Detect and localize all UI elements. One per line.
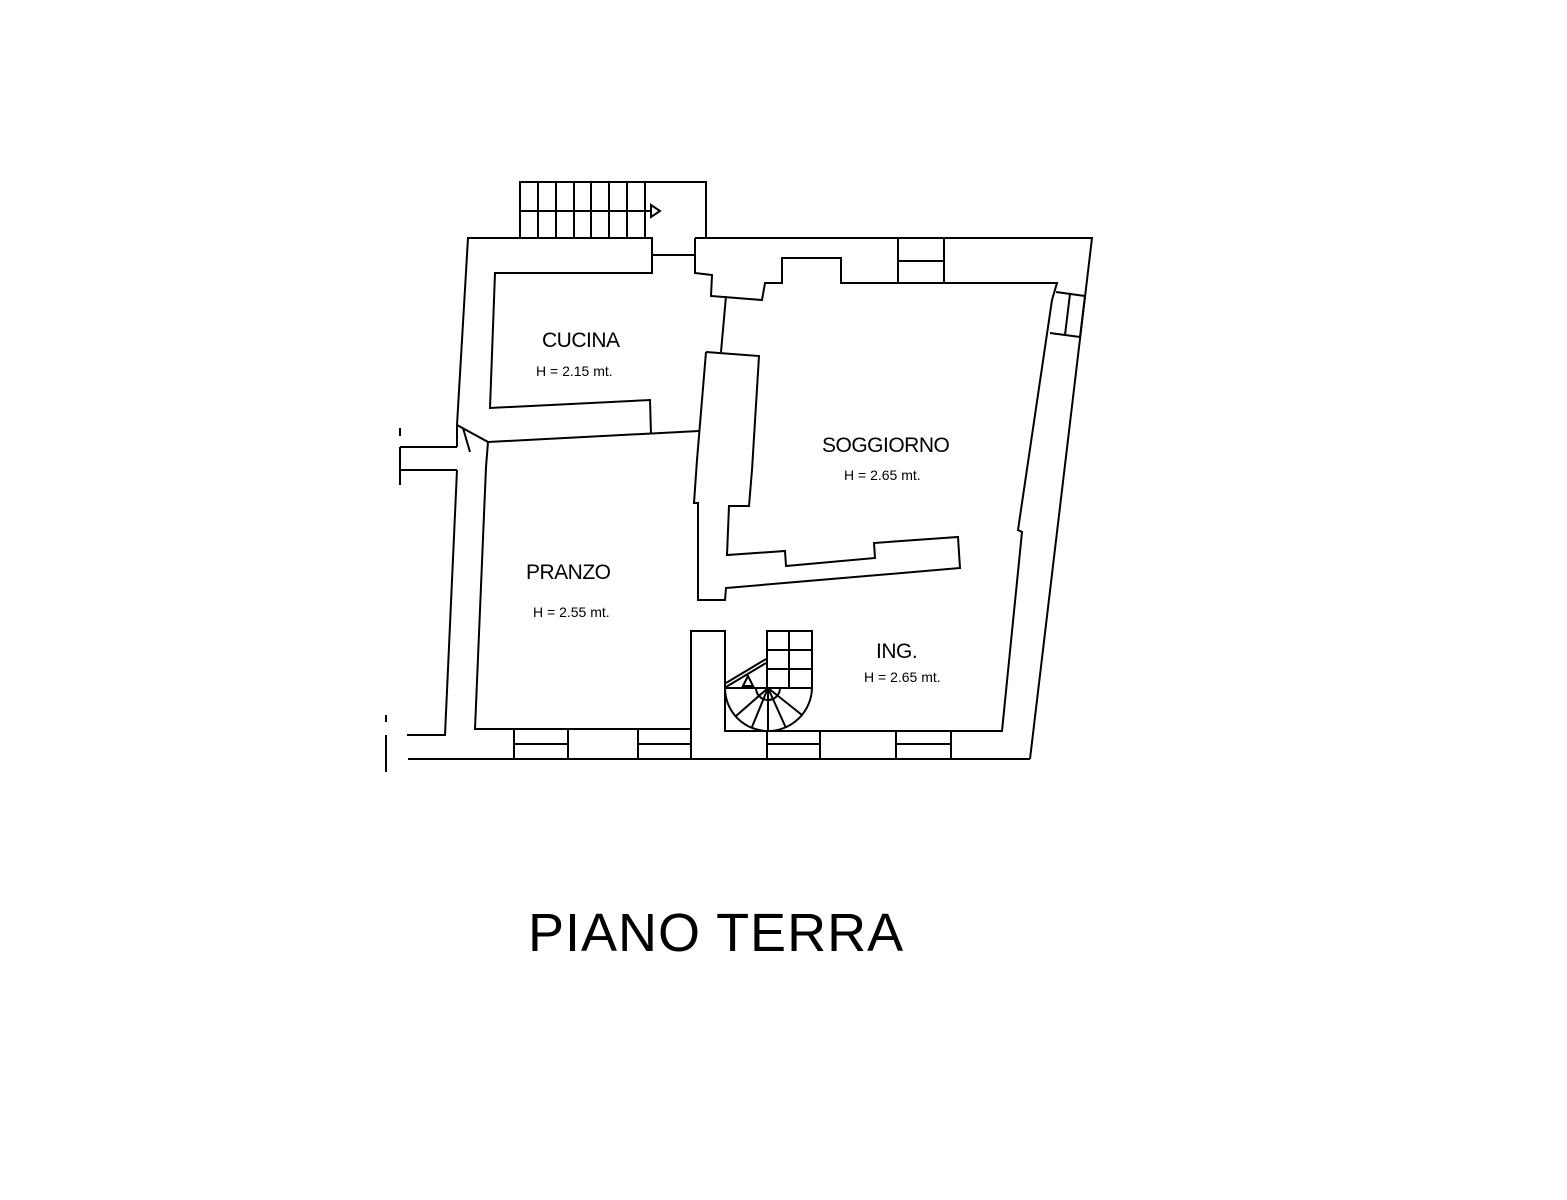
room-height-cucina: H = 2.15 mt.: [536, 363, 613, 379]
room-label-ingresso: ING.: [876, 640, 918, 663]
room-label-soggiorno: SOGGIORNO: [822, 434, 950, 457]
floor-title: PIANO TERRA: [528, 903, 905, 963]
room-height-pranzo: H = 2.55 mt.: [533, 604, 610, 620]
spiral-staircase: [724, 630, 813, 733]
walls: [385, 237, 1094, 772]
room-height-soggiorno: H = 2.65 mt.: [844, 467, 921, 483]
stair-direction-arrow-icon: [650, 203, 662, 219]
stair-up-arrow-icon: [741, 673, 755, 687]
room-label-pranzo: PRANZO: [526, 561, 611, 584]
exterior-staircase: [519, 181, 707, 238]
room-label-cucina: CUCINA: [542, 329, 620, 352]
room-height-ingresso: H = 2.65 mt.: [864, 669, 941, 685]
